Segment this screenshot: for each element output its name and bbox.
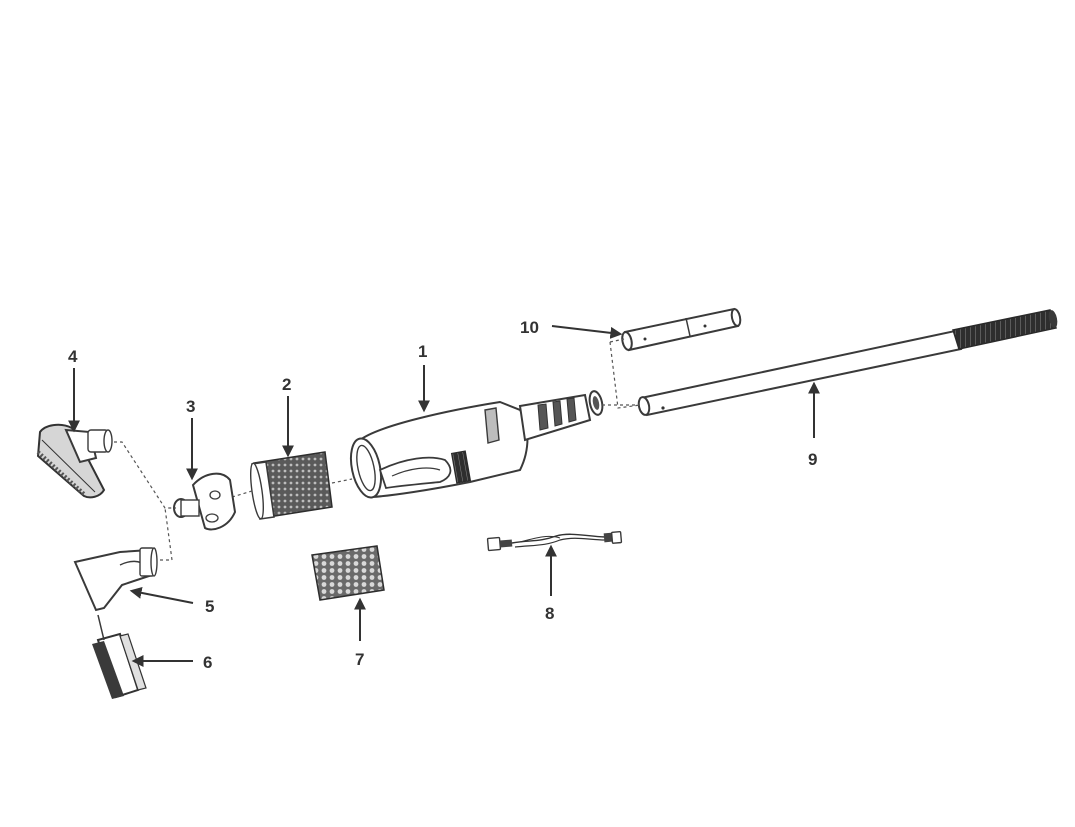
callout-7: 7 <box>355 650 364 669</box>
foam-filter <box>311 545 385 601</box>
arrow-10 <box>551 325 623 339</box>
arrow-5 <box>129 586 194 604</box>
callout-5: 5 <box>205 597 214 616</box>
callout-9: 9 <box>808 450 817 469</box>
usb-charging-cable <box>486 530 623 552</box>
callout-3: 3 <box>186 397 195 416</box>
assembly-line-10-9 <box>609 341 641 409</box>
callout-1: 1 <box>418 342 427 361</box>
callout-6: 6 <box>203 653 212 672</box>
wide-nozzle <box>73 547 158 612</box>
callout-10: 10 <box>520 318 539 337</box>
callout-2: 2 <box>282 375 291 394</box>
callout-8: 8 <box>545 604 554 623</box>
extension-pole <box>637 309 1058 417</box>
vacuum-body <box>349 390 604 499</box>
nozzle-adapter <box>173 472 237 531</box>
callout-4: 4 <box>68 347 78 366</box>
assembly-line-10-pointer <box>609 338 625 343</box>
triangular-brush-head <box>36 423 113 499</box>
assembly-line-3-2 <box>231 490 253 498</box>
bristle-brush <box>92 614 147 699</box>
pole-connector <box>621 307 742 352</box>
callout-labels: 1 2 3 4 5 6 7 8 9 10 <box>68 318 817 672</box>
assembly-line-4-3 <box>108 441 176 509</box>
mesh-filter <box>249 451 333 520</box>
assembly-line-2-1 <box>331 478 353 484</box>
leader-arrows <box>68 325 820 667</box>
